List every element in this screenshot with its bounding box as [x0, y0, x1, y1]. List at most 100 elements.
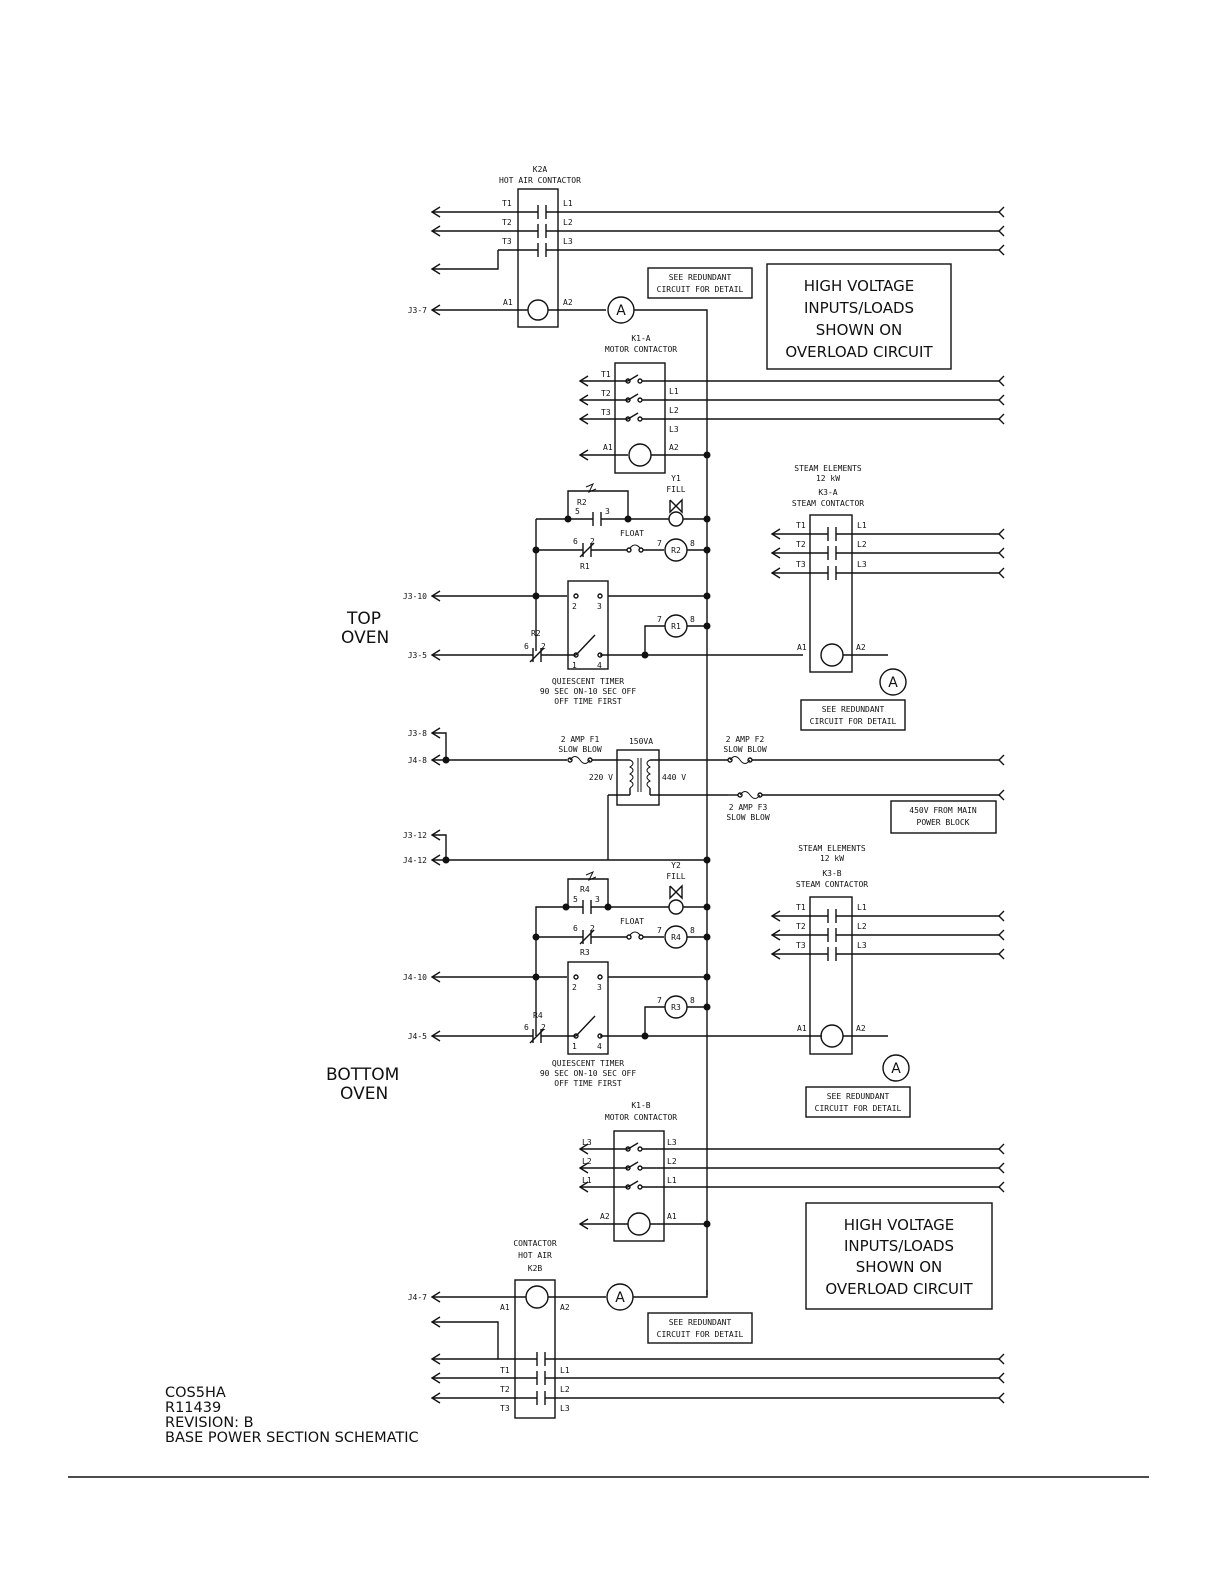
- r3-coil-ref: R3: [671, 1003, 681, 1012]
- bottom-oven-control: Y2 FILL R4 5 3 6 2 R3 FLOAT R4 7 8 J4: [326, 861, 822, 1104]
- timer-2-line1: QUIESCENT TIMER: [552, 1059, 624, 1068]
- j3-8-label: J3-8: [408, 729, 427, 738]
- k3b-l1: L1: [857, 903, 867, 912]
- y1-ref: Y1: [671, 474, 681, 483]
- timer-2-p1: 1: [572, 1042, 577, 1051]
- k2b-l3: L3: [560, 1404, 570, 1413]
- r2-nc-p1: 6: [524, 642, 529, 651]
- r4-nc-ref: R4: [533, 1011, 543, 1020]
- r1-contact-p2: 2: [590, 537, 595, 546]
- k2a-name: HOT AIR CONTACTOR: [499, 176, 581, 185]
- r2-coil-p2: 8: [690, 539, 695, 548]
- timer-2-line2: 90 SEC ON-10 SEC OFF: [540, 1069, 637, 1078]
- r2-coil-ref: R2: [671, 546, 681, 555]
- k1b-t3: L3: [582, 1138, 592, 1147]
- k3b-a1: A1: [797, 1024, 807, 1033]
- r2-coil-p1: 7: [657, 539, 662, 548]
- j4-7-label: J4-7: [408, 1293, 427, 1302]
- k2a-ref: K2A: [533, 165, 548, 174]
- y1-name: FILL: [666, 485, 685, 494]
- top-oven-label-line2: OVEN: [341, 628, 389, 648]
- k3b-ref: K3-B: [822, 869, 841, 878]
- r2-nc-p2: 2: [541, 642, 546, 651]
- k3a-steam-contactor: STEAM ELEMENTS 12 kW K3-A STEAM CONTACTO…: [770, 464, 1005, 731]
- source-note-line1: 450V FROM MAIN: [909, 806, 977, 815]
- hv-note-2-line2: INPUTS/LOADS: [844, 1237, 954, 1255]
- k2b-l1: L1: [560, 1366, 570, 1375]
- k1a-l1: L1: [669, 387, 679, 396]
- bottom-oven-label-line2: OVEN: [340, 1084, 388, 1104]
- k1a-name: MOTOR CONTACTOR: [605, 345, 677, 354]
- r4-coil-p2: 8: [690, 926, 695, 935]
- r4-coil-ref: R4: [671, 933, 681, 942]
- k3a-a1: A1: [797, 643, 807, 652]
- tag-a-1: A: [616, 303, 626, 319]
- y2-ref: Y2: [671, 861, 681, 870]
- timer-2-p3: 3: [597, 983, 602, 992]
- f1-line1: 2 AMP F1: [561, 735, 600, 744]
- redundant-note-1: SEE REDUNDANT CIRCUIT FOR DETAIL: [647, 267, 753, 299]
- k3a-name: STEAM CONTACTOR: [792, 499, 864, 508]
- j4-5-label: J4-5: [408, 1032, 427, 1041]
- r2-contact-p1: 5: [575, 507, 580, 516]
- k1b-l1: L1: [667, 1176, 677, 1185]
- tag-a-2: A: [888, 675, 898, 691]
- r4-nc-p2: 2: [541, 1023, 546, 1032]
- redundant-note-4-line2: CIRCUIT FOR DETAIL: [657, 1330, 744, 1339]
- r3-contact-p2: 2: [590, 924, 595, 933]
- transformer-v-primary: 220 V: [589, 773, 613, 782]
- r4-coil-p1: 7: [657, 926, 662, 935]
- model-number: COS5HA: [165, 1385, 226, 1401]
- timer-2-line3: OFF TIME FIRST: [554, 1079, 622, 1088]
- j4-8-label: J4-8: [408, 756, 427, 765]
- k1a-l2: L2: [669, 406, 679, 415]
- r4-contact-ref: R4: [580, 885, 590, 894]
- control-transformer: J3-8 J4-8 2 AMP F1 SLOW BLOW 150VA 220 V…: [403, 727, 1005, 866]
- timer-1-line1: QUIESCENT TIMER: [552, 677, 624, 686]
- redundant-note-1-line1: SEE REDUNDANT: [669, 273, 732, 282]
- k1a-t2: T2: [601, 389, 611, 398]
- r3-coil-p1: 7: [657, 996, 662, 1005]
- k1a-t3: T3: [601, 408, 611, 417]
- redundant-note-3-line1: SEE REDUNDANT: [827, 1092, 890, 1101]
- k2a-t3: T3: [502, 237, 512, 246]
- y2-name: FILL: [666, 872, 685, 881]
- k3a-l2: L2: [857, 540, 867, 549]
- k3b-name: STEAM CONTACTOR: [796, 880, 868, 889]
- f3-line2: SLOW BLOW: [726, 813, 770, 822]
- k1b-a2: A2: [600, 1212, 610, 1221]
- float-1-label: FLOAT: [620, 529, 644, 538]
- r1-contact-p1: 6: [573, 537, 578, 546]
- timer-1-p4: 4: [597, 661, 602, 670]
- k2a-a2: A2: [563, 298, 573, 307]
- r1-coil-p1: 7: [657, 615, 662, 624]
- timer-2-p2: 2: [572, 983, 577, 992]
- f2-line2: SLOW BLOW: [723, 745, 767, 754]
- j3-10-label: J3-10: [403, 592, 427, 601]
- r1-contact-ref: R1: [580, 562, 590, 571]
- k1a-l3: L3: [669, 425, 679, 434]
- k3b-l2: L2: [857, 922, 867, 931]
- k3a-title2: 12 kW: [816, 474, 840, 483]
- r2-contact-p2: 3: [605, 507, 610, 516]
- r3-contact-p1: 6: [573, 924, 578, 933]
- r2-contact-ref: R2: [577, 498, 587, 507]
- j3-7-label: J3-7: [408, 306, 427, 315]
- k1a-ref: K1-A: [631, 334, 650, 343]
- k3a-t1: T1: [796, 521, 806, 530]
- k3a-l1: L1: [857, 521, 867, 530]
- redundant-note-2-line1: SEE REDUNDANT: [822, 705, 885, 714]
- r2-nc-ref: R2: [531, 629, 541, 638]
- redundant-note-2-line2: CIRCUIT FOR DETAIL: [810, 717, 897, 726]
- k2b-t2: T2: [500, 1385, 510, 1394]
- hv-note-1-line2: INPUTS/LOADS: [804, 299, 914, 317]
- bottom-oven-label-line1: BOTTOM: [326, 1065, 399, 1085]
- k3b-t3: T3: [796, 941, 806, 950]
- k3a-t2: T2: [796, 540, 806, 549]
- k3b-steam-contactor: STEAM ELEMENTS 12 kW K3-B STEAM CONTACTO…: [770, 844, 1005, 1118]
- drawing-title: BASE POWER SECTION SCHEMATIC: [165, 1430, 419, 1446]
- timer-1-p1: 1: [572, 661, 577, 670]
- k2b-name2: HOT AIR: [518, 1251, 552, 1260]
- redundant-note-1-line2: CIRCUIT FOR DETAIL: [657, 285, 744, 294]
- revision: REVISION: B: [165, 1415, 254, 1431]
